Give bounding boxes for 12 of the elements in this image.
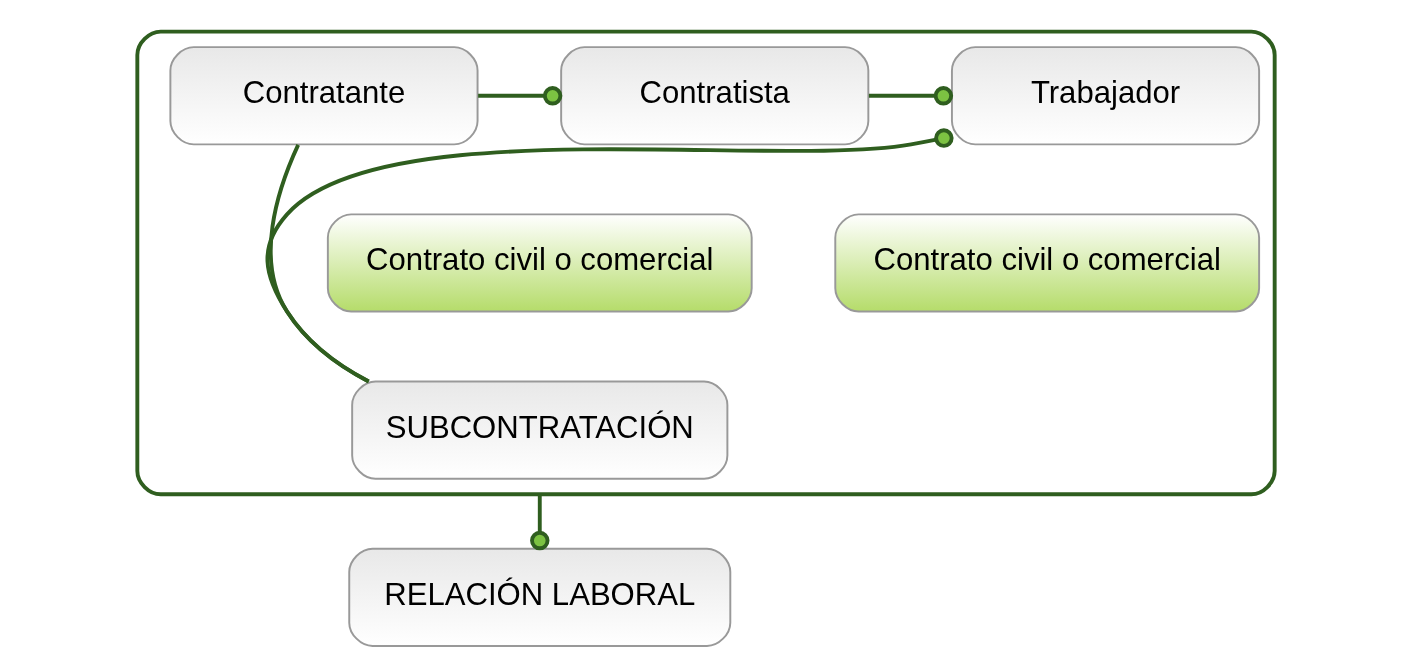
- node-box: Contrato civil o comercial: [834, 213, 1261, 313]
- node-box: Trabajador: [950, 46, 1261, 146]
- node-box: SUBCONTRATACIÓN: [351, 380, 729, 480]
- node-box: Contratista: [560, 46, 870, 146]
- node-box: Contratante: [169, 46, 479, 146]
- connector: [868, 86, 954, 106]
- connector: [530, 494, 550, 551]
- node-box: Contrato civil o comercial: [326, 213, 753, 313]
- node-box: RELACIÓN LABORAL: [348, 547, 732, 647]
- connector: [478, 86, 563, 106]
- connector: [265, 128, 954, 384]
- cluster: [135, 29, 1277, 497]
